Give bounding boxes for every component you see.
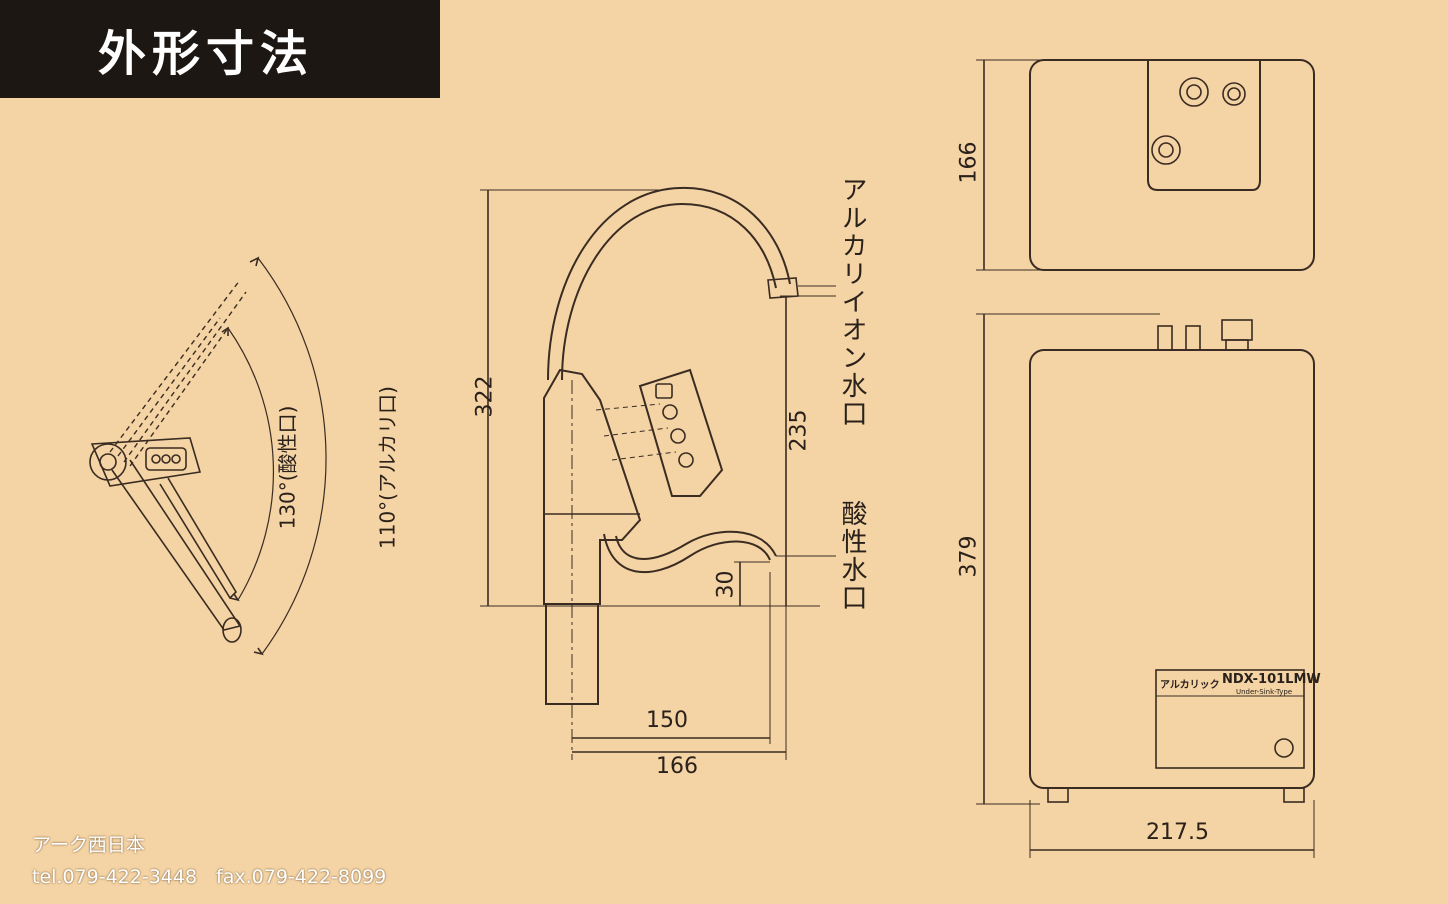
page-title: 外形寸法: [98, 26, 315, 82]
title-bar: 外形寸法: [0, 0, 440, 98]
dim-spout-height: 235: [786, 409, 812, 452]
acid-spout: [603, 533, 771, 574]
angle-alkaline-label: 110°(アルカリ口): [375, 386, 400, 549]
dim-acid-height: 30: [713, 570, 739, 599]
arc-acid-130: [227, 327, 274, 601]
spout-arm: [111, 459, 242, 631]
alkaline-outlet-label: アルカリイオン水口: [837, 176, 867, 428]
dim-faucet-height: 322: [472, 375, 498, 418]
product-model: NDX-101LMW: [1222, 672, 1321, 687]
product-brand: アルカリック: [1160, 680, 1220, 691]
alkaline-nozzle: [767, 277, 799, 299]
rotation-view: [89, 256, 327, 656]
footer-company: アーク西日本: [32, 834, 145, 856]
angle-acid-label: 130°(酸性口): [275, 405, 300, 530]
dim-reach-outer: 166: [656, 754, 698, 779]
faucet-base: [89, 443, 127, 481]
dashed-positions: [109, 279, 247, 467]
dim-unit-top-depth: 166: [956, 141, 982, 184]
product-type: Under-Sink-Type: [1236, 688, 1293, 696]
dim-reach-inner: 150: [646, 708, 688, 733]
acid-outlet-label: 酸性水口: [837, 500, 867, 612]
control-panel: [638, 368, 724, 497]
dim-unit-width: 217.5: [1146, 820, 1209, 845]
footer-contact: tel.079-422-3448 fax.079-422-8099: [32, 866, 387, 888]
unit-top-view: [976, 59, 1315, 271]
unit-front-view: [976, 313, 1315, 858]
product-label: [1155, 669, 1305, 769]
faucet-side-view: [480, 186, 836, 760]
arc-alkaline-110: [257, 257, 327, 655]
dim-unit-height: 379: [956, 535, 982, 578]
